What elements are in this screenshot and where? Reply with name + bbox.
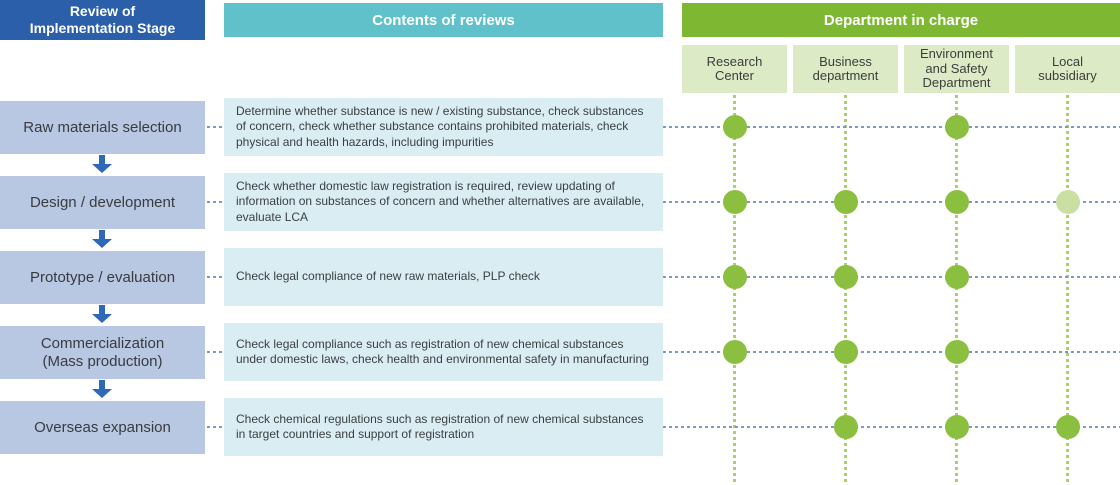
department-dot xyxy=(833,265,858,289)
department-column-header: Local subsidiary xyxy=(1015,45,1120,93)
department-column-header: Business department xyxy=(793,45,898,93)
department-column-header: Research Center xyxy=(682,45,787,93)
down-arrow-icon xyxy=(92,380,112,398)
stage-box: Commercialization (Mass production) xyxy=(0,326,205,379)
row-connector-line xyxy=(207,126,1120,128)
row-connector-line xyxy=(207,276,1120,278)
content-box: Check whether domestic law registration … xyxy=(224,173,663,231)
column-guide-line xyxy=(955,95,958,485)
contents-header: Contents of reviews xyxy=(224,3,663,37)
department-dot xyxy=(722,190,747,214)
column-guide-line xyxy=(733,95,736,485)
department-column-header: Environment and Safety Department xyxy=(904,45,1009,93)
content-box: Check chemical regulations such as regis… xyxy=(224,398,663,456)
department-dot xyxy=(944,415,969,439)
department-dot xyxy=(722,340,747,364)
row-connector-line xyxy=(207,351,1120,353)
department-header: Department in charge xyxy=(682,3,1120,37)
department-dot xyxy=(833,190,858,214)
department-dot xyxy=(944,265,969,289)
department-dot xyxy=(944,340,969,364)
down-arrow-icon xyxy=(92,305,112,323)
department-dot xyxy=(722,115,747,139)
column-guide-line xyxy=(1066,95,1069,485)
content-box: Check legal compliance of new raw materi… xyxy=(224,248,663,306)
content-box: Check legal compliance such as registrat… xyxy=(224,323,663,381)
stage-header-line1: Review of xyxy=(69,3,136,19)
content-box: Determine whether substance is new / exi… xyxy=(224,98,663,156)
department-dot xyxy=(1055,415,1080,439)
stage-box: Raw materials selection xyxy=(0,101,205,154)
stage-header: Review of Implementation Stage xyxy=(0,0,205,40)
row-connector-line xyxy=(207,201,1120,203)
department-dot xyxy=(833,340,858,364)
department-dot xyxy=(1055,190,1080,214)
column-guide-line xyxy=(844,95,847,485)
department-dot xyxy=(944,115,969,139)
down-arrow-icon xyxy=(92,155,112,173)
stage-box: Design / development xyxy=(0,176,205,229)
department-dot xyxy=(722,265,747,289)
row-connector-line xyxy=(207,426,1120,428)
department-dot xyxy=(833,415,858,439)
stage-header-line2: Implementation Stage xyxy=(29,20,176,36)
down-arrow-icon xyxy=(92,230,112,248)
department-dot xyxy=(944,190,969,214)
stage-box: Overseas expansion xyxy=(0,401,205,454)
stage-box: Prototype / evaluation xyxy=(0,251,205,304)
